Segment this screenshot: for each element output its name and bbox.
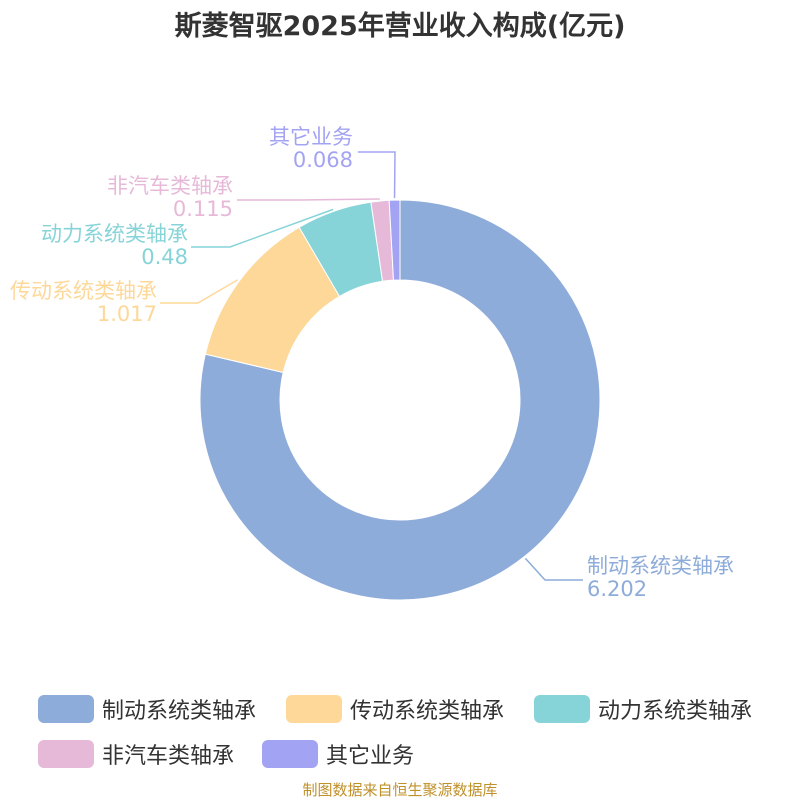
legend-swatch — [534, 695, 590, 723]
chart-title: 斯菱智驱2025年营业收入构成(亿元) — [174, 11, 626, 42]
legend-item-4[interactable]: 其它业务 — [262, 738, 414, 770]
legend-item-0[interactable]: 制动系统类轴承 — [38, 693, 256, 725]
leader-line-2 — [191, 208, 334, 248]
leader-line-0 — [524, 557, 583, 581]
leader-line-4 — [358, 151, 396, 199]
legend-item-1[interactable]: 传动系统类轴承 — [286, 693, 504, 725]
leader-line-1 — [160, 279, 238, 304]
legend-swatch — [38, 695, 94, 723]
source-note: 制图数据来自恒生聚源数据库 — [302, 781, 498, 799]
legend-swatch — [38, 740, 94, 768]
legend-item-2[interactable]: 动力系统类轴承 — [534, 693, 752, 725]
leader-line-3 — [237, 198, 380, 201]
legend-item-3[interactable]: 非汽车类轴承 — [38, 738, 234, 770]
slice-4[interactable] — [388, 199, 401, 281]
legend-swatch — [286, 695, 342, 723]
slice-0[interactable] — [199, 199, 601, 601]
legend-swatch — [262, 740, 318, 768]
